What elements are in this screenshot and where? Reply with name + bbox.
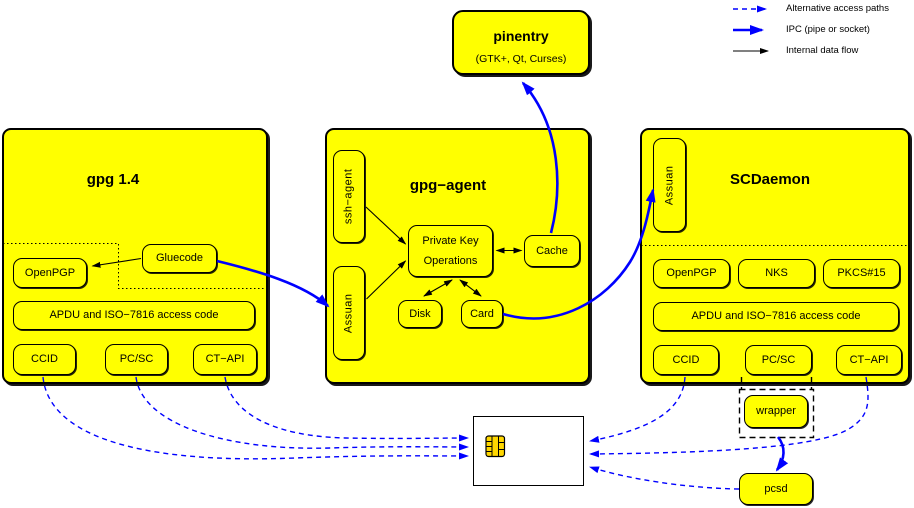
gpg-agent-title: gpg−agent [409, 177, 487, 194]
scdaemon-nks-node: NKS [738, 259, 815, 288]
pinentry-title: pinentry [493, 28, 549, 44]
scdaemon-ccid-node: CCID [653, 345, 719, 375]
ipc-wrapper-to-pcsd [775, 436, 789, 472]
private-key-operations-node: Private Key Operations [408, 225, 493, 277]
gpg14-ccid-node: CCID [13, 344, 76, 375]
gpg14-apdu-node: APDU and ISO−7816 access code [13, 301, 255, 330]
alt-path-pcsd-to-card [589, 466, 740, 490]
smartcard [473, 416, 584, 486]
pcsd-node: pcsd [739, 473, 813, 505]
legend-label-alternative: Alternative access paths [786, 3, 889, 14]
pinentry-subtitle: (GTK+, Qt, Curses) [475, 53, 567, 65]
alt-path-scdaemon-ctapi-to-card [589, 376, 869, 458]
alt-path-scdaemon-ccid-to-card [589, 376, 686, 443]
card-node: Card [461, 300, 503, 328]
legend-samples [733, 5, 769, 54]
pinentry-container [452, 10, 590, 75]
legend-label-ipc: IPC (pipe or socket) [786, 24, 870, 35]
scdaemon-pcsc-node: PC/SC [745, 345, 812, 375]
gpg-agent-ssh-agent-node: ssh−agent [333, 150, 365, 243]
cache-node: Cache [524, 235, 580, 267]
alt-path-gpg14-ccid-to-card [42, 376, 469, 460]
gpg14-pcsc-node: PC/SC [105, 344, 168, 375]
alternative-access-paths [42, 376, 869, 490]
gpg14-title: gpg 1.4 [86, 171, 140, 188]
wrapper-node: wrapper [744, 395, 808, 428]
scdaemon-ctapi-node: CT−API [836, 345, 902, 375]
scdaemon-title: SCDaemon [729, 171, 811, 188]
gpg14-gluecode-node: Gluecode [142, 244, 217, 273]
gpg14-openpgp-node: OpenPGP [13, 258, 87, 288]
scdaemon-pkcs15-node: PKCS#15 [823, 259, 900, 288]
scdaemon-openpgp-node: OpenPGP [653, 259, 730, 288]
gpg-agent-assuan-node: Assuan [333, 266, 365, 360]
scdaemon-assuan-node: Assuan [653, 138, 686, 232]
gpg14-ctapi-node: CT−API [193, 344, 257, 375]
legend-label-internal: Internal data flow [786, 45, 859, 56]
alt-path-gpg14-pcsc-to-card [135, 376, 469, 451]
scdaemon-apdu-node: APDU and ISO−7816 access code [653, 302, 899, 331]
alt-path-gpg14-ctapi-to-card [224, 376, 469, 442]
disk-node: Disk [398, 300, 442, 328]
